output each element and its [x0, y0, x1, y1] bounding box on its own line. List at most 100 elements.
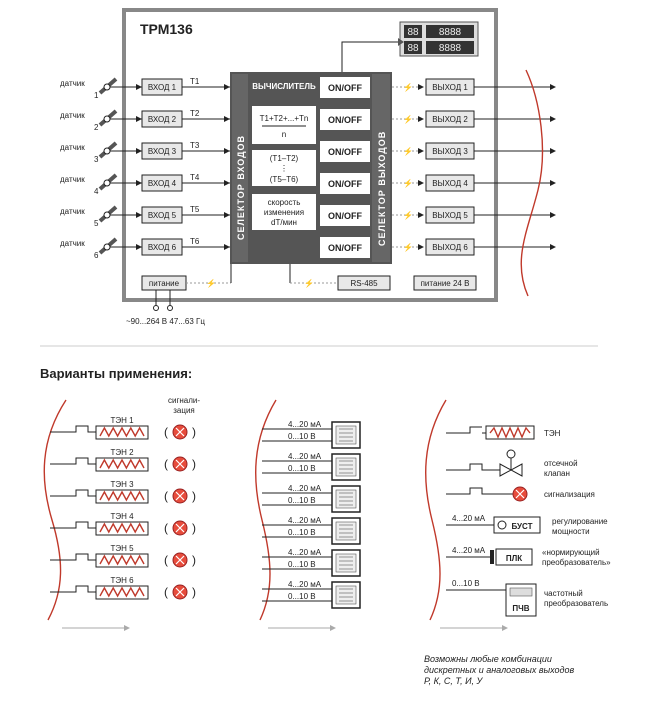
- output-label: ВЫХОД 5: [432, 211, 468, 220]
- channel-label: T1: [190, 77, 200, 86]
- display-digits-4: 8888: [439, 43, 462, 54]
- output-selector-label: СЕЛЕКТОР ВЫХОДОВ: [377, 131, 387, 246]
- onoff-label: ON/OFF: [328, 211, 362, 221]
- diff-dots: ⋮: [280, 164, 288, 173]
- svg-text:(: (: [164, 425, 168, 439]
- v2-row-6: 4...20 мА0...10 В: [262, 580, 361, 609]
- note-line1: Возможны любые комбинации: [424, 654, 552, 664]
- svg-text:): ): [192, 585, 196, 599]
- display-arrow: [341, 41, 398, 73]
- svg-text:⚡: ⚡: [403, 146, 413, 156]
- sensor-label: датчик: [60, 111, 85, 120]
- svg-text:⚡: ⚡: [403, 114, 413, 124]
- rate-box: [252, 194, 316, 230]
- svg-text:): ): [192, 553, 196, 567]
- svg-text:(: (: [164, 457, 168, 471]
- svg-text:): ): [192, 425, 196, 439]
- svg-text:(: (: [164, 521, 168, 535]
- power-range: ~90...264 В 47...63 Гц: [126, 317, 205, 326]
- sensor-label: датчик: [60, 175, 85, 184]
- heater-label: ТЭН 2: [110, 448, 134, 457]
- onoff-label: ON/OFF: [328, 83, 362, 93]
- plc-box: [495, 548, 533, 566]
- v3-plc-signal: 4...20 мА: [452, 546, 486, 555]
- v2-row-1: 4...20 мА0...10 В: [262, 420, 361, 449]
- svg-text:): ): [192, 489, 196, 503]
- voltage-label: 0...10 В: [288, 464, 316, 473]
- v1-row-4: ТЭН 4(): [50, 512, 196, 536]
- bust-line1: регулирование: [552, 517, 608, 526]
- power-output-label: питание 24 В: [421, 279, 470, 288]
- svg-text:⚡: ⚡: [403, 242, 413, 252]
- svg-text:⚡: ⚡: [403, 210, 413, 220]
- sensor-label: датчик: [60, 143, 85, 152]
- display-digits-2: 8888: [439, 27, 462, 38]
- input-label: ВХОД 2: [148, 115, 177, 124]
- signal-line2: зация: [173, 406, 195, 415]
- channel-label: T5: [190, 205, 200, 214]
- current-label: 4...20 мА: [288, 516, 322, 525]
- input-label: ВХОД 3: [148, 147, 177, 156]
- onoff-label: ON/OFF: [328, 243, 362, 253]
- onoff-box: [320, 205, 370, 226]
- display-digits-1: 88: [407, 27, 419, 38]
- svg-text:⚡: ⚡: [403, 178, 413, 188]
- current-label: 4...20 мА: [288, 420, 322, 429]
- onoff-box: [320, 141, 370, 162]
- v1-row-3: ТЭН 3(): [50, 480, 196, 504]
- input-selector-label: СЕЛЕКТОР ВХОДОВ: [236, 135, 246, 240]
- sensor-number: 1: [94, 91, 99, 100]
- onoff-box: [320, 109, 370, 130]
- formula-box: [252, 106, 316, 144]
- sensor-label: датчик: [60, 239, 85, 248]
- channel-label: T3: [190, 141, 200, 150]
- svg-text:⚡: ⚡: [206, 278, 216, 288]
- v3-vfd-signal: 0...10 В: [452, 579, 480, 588]
- voltage-label: 0...10 В: [288, 592, 316, 601]
- channel-label: T4: [190, 173, 200, 182]
- sensor-number: 4: [94, 187, 99, 196]
- sensor-number: 2: [94, 123, 99, 132]
- v1-row-5: ТЭН 5(): [50, 544, 196, 568]
- svg-text:(: (: [164, 585, 168, 599]
- channel-label: T6: [190, 237, 200, 246]
- onoff-label: ON/OFF: [328, 115, 362, 125]
- sensor-number: 3: [94, 155, 99, 164]
- onoff-label: ON/OFF: [328, 147, 362, 157]
- v2-row-3: 4...20 мА0...10 В: [262, 484, 361, 513]
- bust-box: [493, 516, 541, 534]
- rs485-label: RS-485: [350, 279, 378, 288]
- variant3-wave: [425, 399, 447, 621]
- rs485-box: [337, 275, 391, 291]
- v1-row-6: ТЭН 6(): [50, 576, 196, 600]
- vfd-line2: преобразователь: [544, 599, 608, 608]
- sensor-label: датчик: [60, 79, 85, 88]
- onoff-box: [320, 173, 370, 194]
- sensor-number: 6: [94, 251, 99, 260]
- calculator-label: ВЫЧИСЛИТЕЛЬ: [252, 82, 316, 91]
- output-label: ВЫХОД 6: [432, 243, 468, 252]
- svg-text:⚡: ⚡: [304, 278, 314, 288]
- variant2-wave: [255, 399, 277, 621]
- plc-label: ПЛК: [506, 554, 522, 563]
- current-label: 4...20 мА: [288, 452, 322, 461]
- sensor-label: датчик: [60, 207, 85, 216]
- v3-bust-signal: 4...20 мА: [452, 514, 486, 523]
- v1-row-2: ТЭН 2(): [50, 448, 196, 472]
- v3-heater-label: ТЭН: [544, 429, 561, 438]
- bust-label: БУСТ: [512, 522, 533, 531]
- vfd-label: ПЧВ: [512, 604, 529, 613]
- note-line3: Р, К, С, Т, И, У: [424, 676, 484, 686]
- input-label: ВХОД 5: [148, 211, 177, 220]
- heater-label: ТЭН 5: [110, 544, 134, 553]
- onoff-box: [320, 237, 370, 258]
- channel-label: T2: [190, 109, 200, 118]
- diff-top: (T1–T2): [270, 154, 299, 163]
- voltage-label: 0...10 В: [288, 528, 316, 537]
- device-title: ТРМ136: [140, 21, 193, 37]
- current-label: 4...20 мА: [288, 484, 322, 493]
